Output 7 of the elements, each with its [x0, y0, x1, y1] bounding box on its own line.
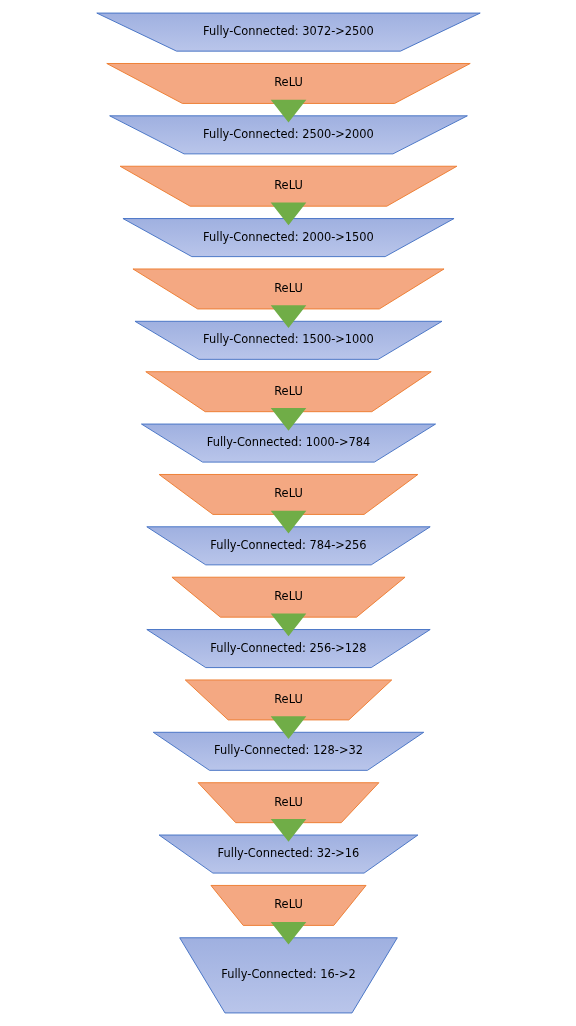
arrow — [270, 305, 306, 328]
arrow — [270, 202, 306, 226]
arrow — [270, 921, 306, 945]
arrow — [270, 99, 306, 123]
arrow — [270, 613, 306, 637]
arrow — [270, 510, 306, 534]
arrow — [270, 716, 306, 739]
